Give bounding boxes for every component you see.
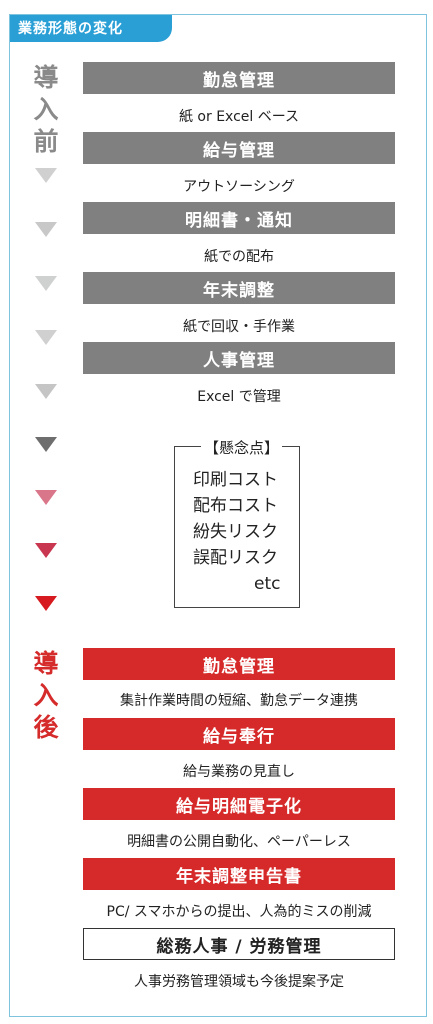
- side-label-after: 導 入 後: [31, 648, 61, 744]
- after-item-label: 給与奉行: [203, 726, 275, 747]
- header-tab-label: 業務形態の変化: [18, 21, 123, 37]
- before-item-desc: 紙 or Excel ベース: [178, 109, 300, 125]
- concern-item: 配布コスト: [193, 496, 278, 516]
- side-label-char: 導: [33, 649, 59, 678]
- before-item-desc: 紙での配布: [204, 249, 274, 265]
- before-item-desc: アウトソーシング: [183, 179, 295, 195]
- concern-item: 誤配リスク: [193, 548, 278, 568]
- concern-item: 紛失リスク: [193, 522, 278, 542]
- after-item-bar: 給与明細電子化: [83, 788, 395, 820]
- side-label-char: 前: [33, 127, 59, 156]
- after-item-bar: 給与奉行: [83, 718, 395, 750]
- down-arrow-icon: [35, 222, 57, 237]
- after-item-label: 総務人事 / 労務管理: [156, 936, 322, 957]
- side-label-char: 導: [33, 63, 59, 92]
- concern-item: 印刷コスト: [193, 470, 278, 490]
- after-item-desc: 明細書の公開自動化、ペーパーレス: [127, 834, 351, 850]
- after-item-desc: PC/ スマホからの提出、人為的ミスの削減: [106, 904, 372, 920]
- before-item-desc: Excel で管理: [197, 389, 281, 405]
- side-label-char: 入: [33, 95, 59, 124]
- down-arrow-icon: [35, 330, 57, 345]
- down-arrow-icon: [35, 276, 57, 291]
- after-item-desc: 給与業務の見直し: [183, 764, 295, 780]
- before-item-label: 勤怠管理: [203, 70, 275, 91]
- before-item-label: 人事管理: [203, 350, 275, 371]
- after-item-label: 給与明細電子化: [176, 796, 302, 817]
- diagram-frame: 業務形態の変化: [9, 14, 427, 1017]
- before-item-label: 明細書・通知: [185, 210, 293, 231]
- after-item-label: 勤怠管理: [203, 656, 275, 677]
- down-arrow-icon: [35, 437, 57, 452]
- down-arrow-icon: [35, 596, 57, 611]
- header-tab: 業務形態の変化: [10, 15, 172, 42]
- after-item-bar: 年末調整申告書: [83, 858, 395, 890]
- down-arrow-icon: [35, 490, 57, 505]
- after-item-bar: 総務人事 / 労務管理: [83, 928, 395, 960]
- before-item-label: 年末調整: [203, 280, 275, 301]
- concerns-title: 【懸念点】: [201, 437, 283, 458]
- before-item-label: 給与管理: [203, 140, 275, 161]
- side-label-char: 後: [33, 713, 59, 742]
- side-label-char: 入: [33, 681, 59, 710]
- before-item-bar: 給与管理: [83, 132, 395, 164]
- after-item-desc: 集計作業時間の短縮、勤怠データ連携: [120, 693, 358, 709]
- after-item-desc: 人事労務管理領域も今後提案予定: [134, 974, 344, 990]
- before-item-bar: 人事管理: [83, 342, 395, 374]
- before-item-desc: 紙で回収・手作業: [183, 319, 295, 335]
- before-item-bar: 勤怠管理: [83, 62, 395, 94]
- concerns-box: 【懸念点】 印刷コスト 配布コスト 紛失リスク 誤配リスク etc: [174, 437, 300, 608]
- before-item-bar: 明細書・通知: [83, 202, 395, 234]
- down-arrow-icon: [35, 384, 57, 399]
- before-item-bar: 年末調整: [83, 272, 395, 304]
- down-arrow-icon: [35, 168, 57, 183]
- side-label-before: 導 入 前: [31, 62, 61, 158]
- down-arrow-icon: [35, 543, 57, 558]
- after-item-bar: 勤怠管理: [83, 648, 395, 680]
- concern-item: etc: [254, 574, 281, 594]
- after-item-label: 年末調整申告書: [176, 866, 302, 887]
- concerns-list: 印刷コスト 配布コスト 紛失リスク 誤配リスク etc: [193, 467, 280, 597]
